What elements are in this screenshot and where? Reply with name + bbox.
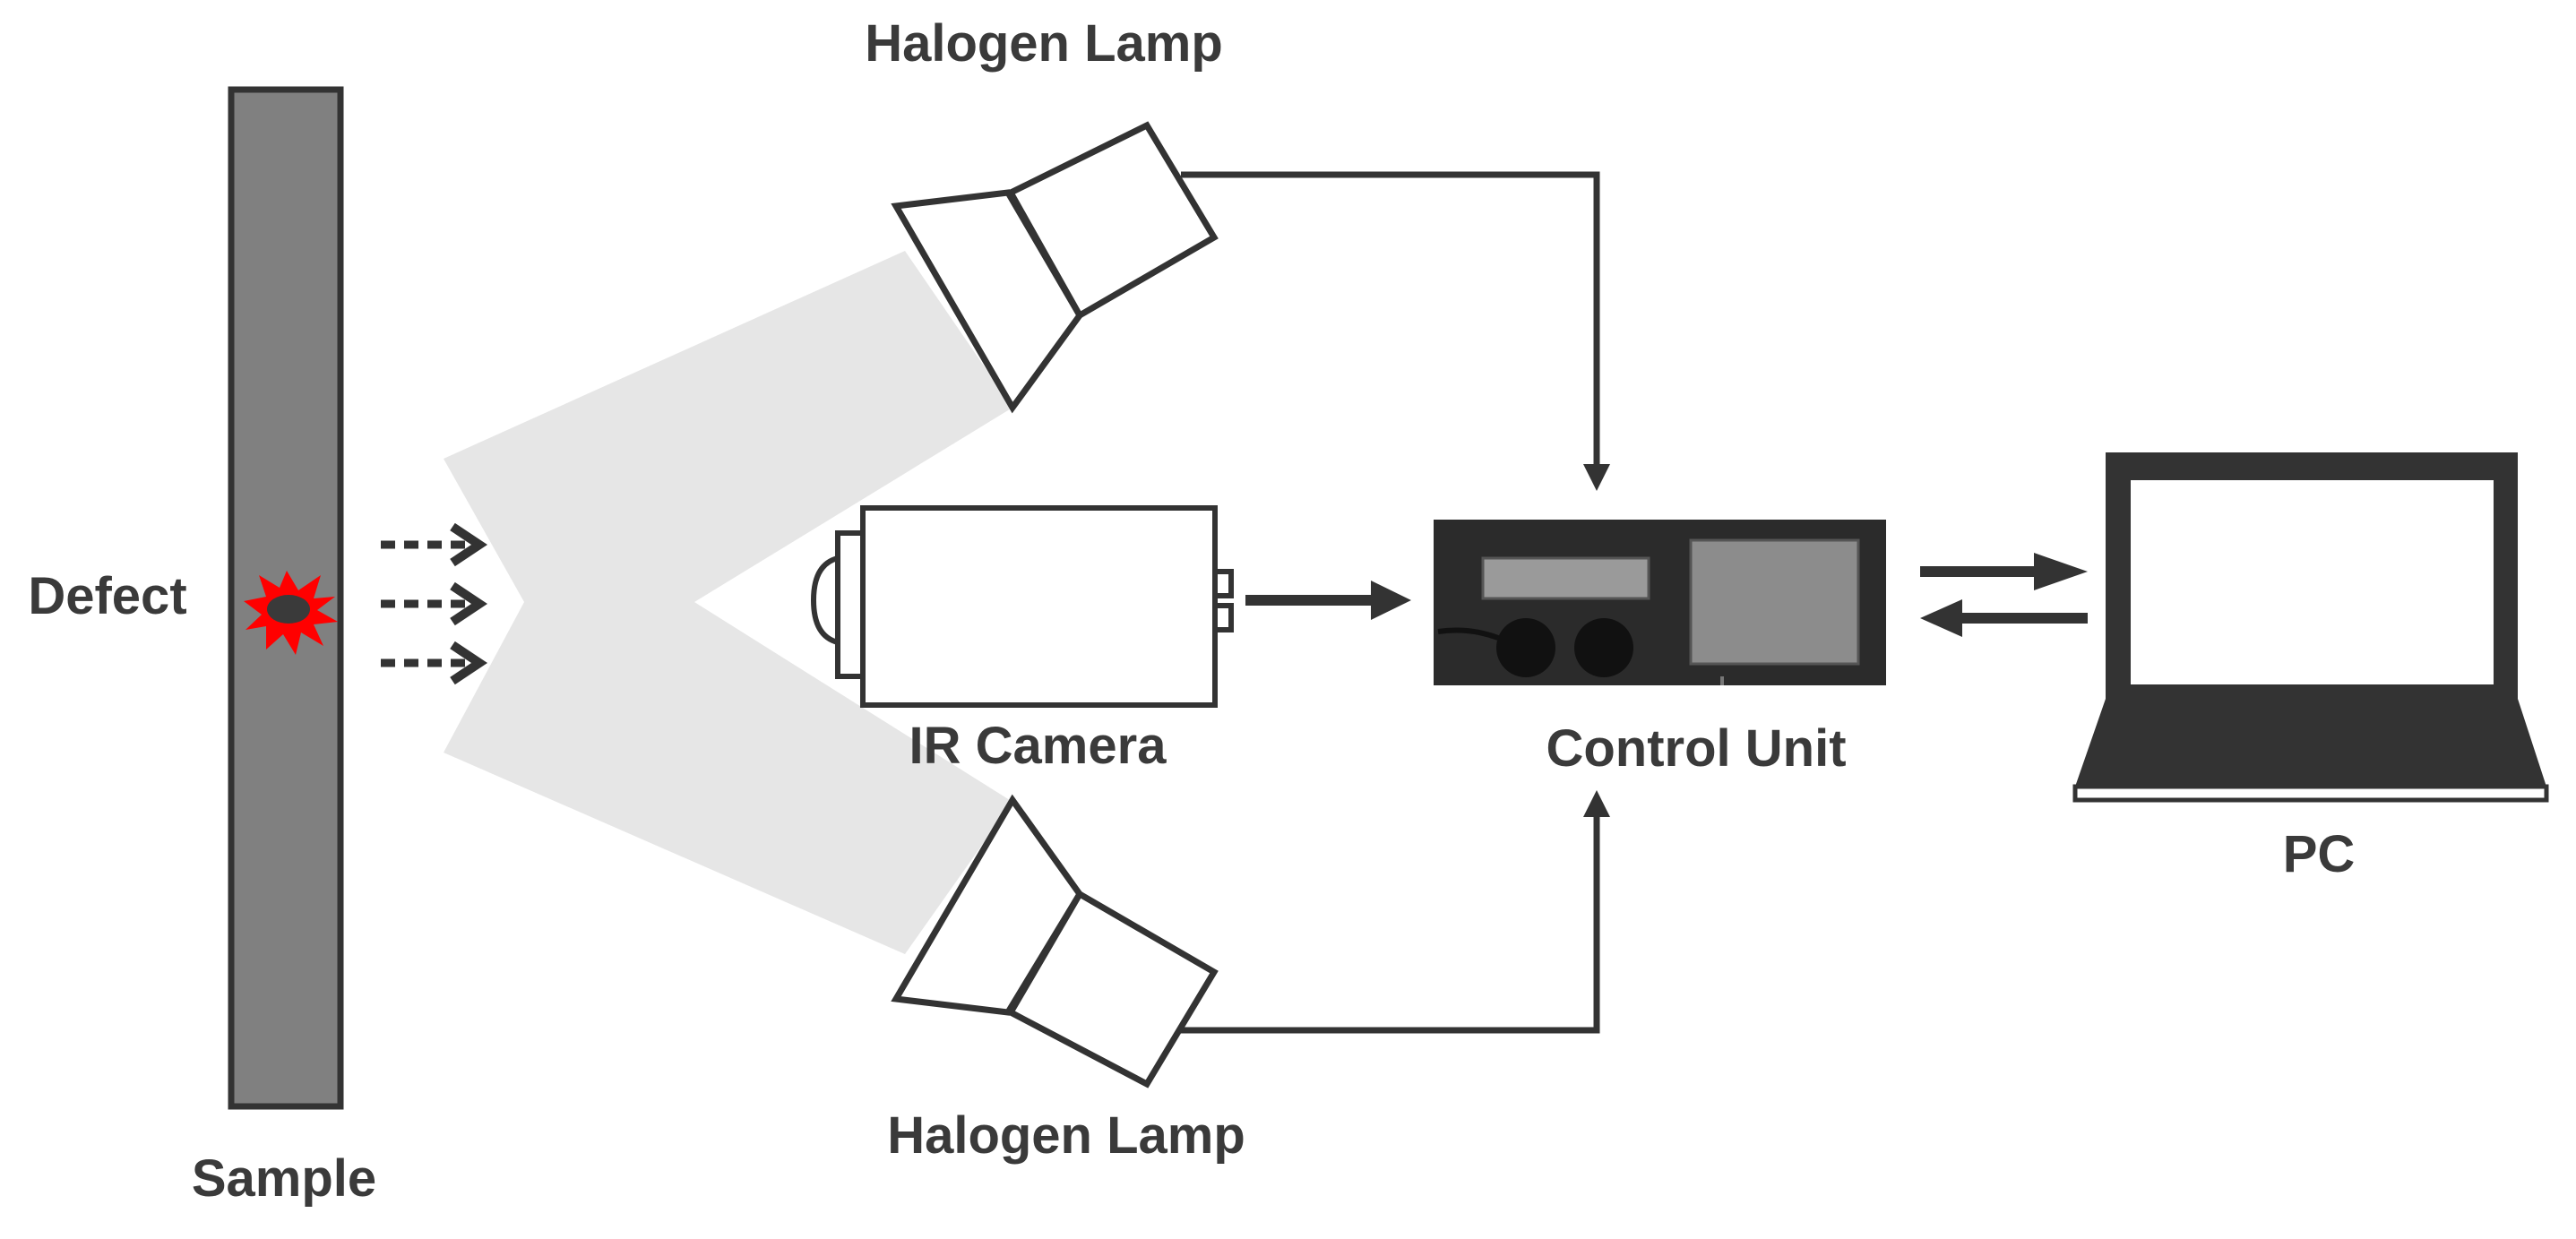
label-halogen-lamp-top: Halogen Lamp	[865, 14, 1223, 73]
arrowheads	[1371, 464, 2088, 817]
label-ir-camera: IR Camera	[909, 717, 1167, 775]
connectors	[1181, 171, 2088, 1034]
ir-camera-icon	[810, 505, 1234, 708]
arrowhead-left	[1920, 599, 1962, 637]
dotted-arrow-icon	[381, 581, 488, 626]
dotted-arrow-icon	[381, 641, 488, 685]
arrowhead-down	[1583, 464, 1610, 491]
pc-laptop-icon	[2072, 452, 2549, 803]
arrowhead-camera	[1371, 581, 1411, 620]
connector-lamp-top	[1181, 171, 1600, 468]
connector-lamp-bottom	[1181, 813, 1600, 1034]
dotted-arrow-icon	[381, 522, 488, 567]
label-defect: Defect	[28, 567, 186, 625]
light-beam-bottom	[444, 602, 1012, 954]
label-sample: Sample	[192, 1149, 376, 1208]
halogen-lamp-top-icon	[891, 121, 1219, 414]
arrowhead-right	[2034, 553, 2088, 590]
light-beam-top	[444, 251, 1012, 602]
control-unit-icon	[1434, 520, 1886, 685]
arrowhead-up	[1583, 790, 1610, 817]
heat-flow-arrows	[381, 522, 488, 685]
label-control-unit: Control Unit	[1546, 719, 1846, 778]
defect-burst-icon	[244, 571, 338, 655]
label-pc: PC	[2283, 825, 2356, 883]
halogen-lamp-bottom-icon	[891, 794, 1219, 1088]
label-halogen-lamp-bottom: Halogen Lamp	[887, 1106, 1245, 1165]
